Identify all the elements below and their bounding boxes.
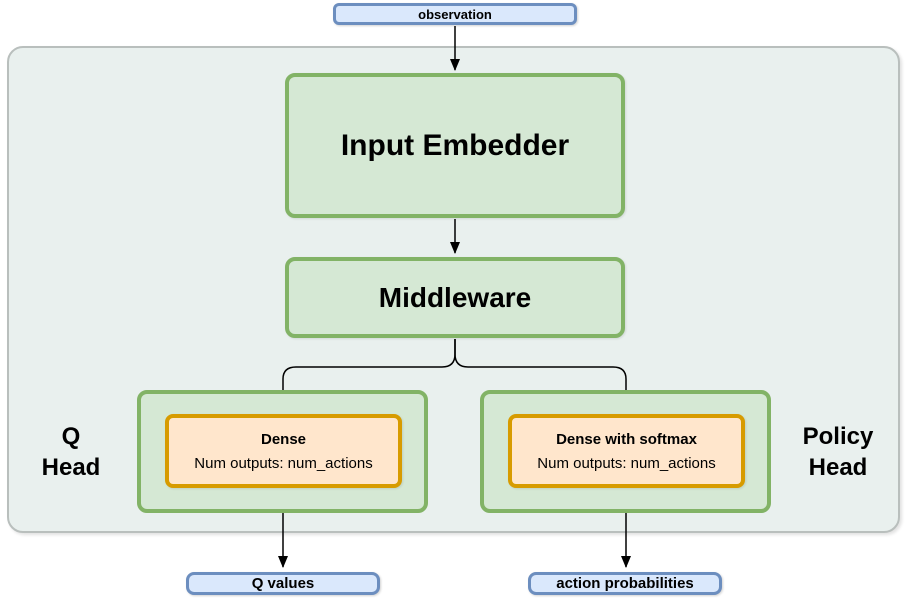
middleware-node: Middleware: [285, 257, 625, 338]
q-values-label: Q values: [251, 575, 315, 592]
q-dense-subtitle: Num outputs: num_actions: [194, 454, 373, 472]
policy-dense-node: Dense with softmax Num outputs: num_acti…: [508, 414, 745, 488]
policy-head-label-line2: Head: [808, 454, 868, 481]
q-head-label: Q Head: [12, 421, 130, 483]
middleware-label: Middleware: [378, 281, 532, 313]
action-probabilities-label: action probabilities: [556, 575, 694, 592]
input-embedder-label: Input Embedder: [340, 128, 570, 162]
action-probabilities-node: action probabilities: [528, 572, 722, 595]
q-head-label-line1: Q: [61, 423, 81, 450]
q-dense-title: Dense: [260, 430, 307, 448]
q-values-node: Q values: [186, 572, 380, 595]
policy-head-label: Policy Head: [775, 421, 901, 483]
q-head-label-line2: Head: [41, 454, 101, 481]
policy-dense-title: Dense with softmax: [556, 430, 697, 448]
q-dense-node: Dense Num outputs: num_actions: [165, 414, 402, 488]
observation-label: observation: [418, 6, 492, 22]
policy-dense-subtitle: Num outputs: num_actions: [537, 454, 716, 472]
input-embedder-node: Input Embedder: [285, 73, 625, 218]
observation-node: observation: [333, 3, 577, 25]
policy-head-label-line1: Policy: [802, 423, 874, 450]
